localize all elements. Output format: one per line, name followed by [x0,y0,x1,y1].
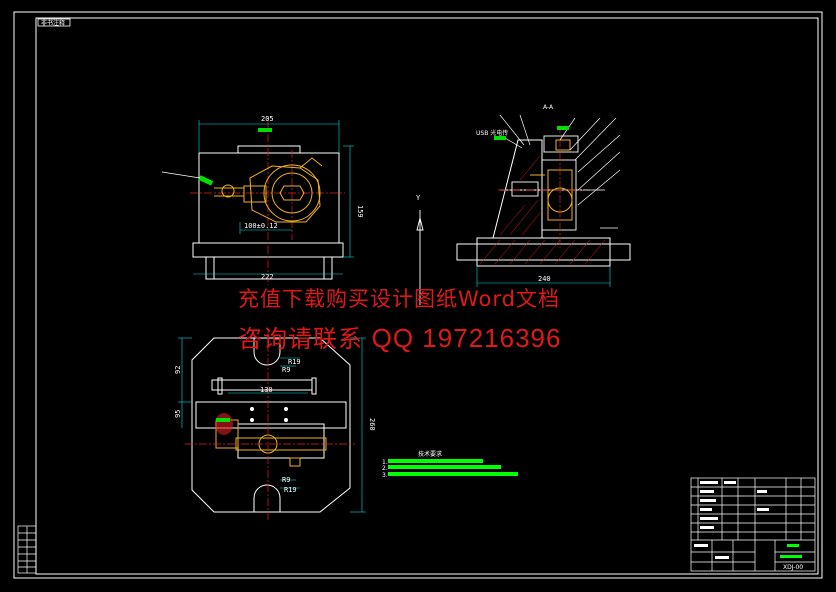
section-leader-tag: USB 光电传 [476,129,508,137]
revision-strip [17,525,37,574]
section-view: A-A [456,104,631,287]
front-dim-tolerance: 100±0.12 [244,222,278,230]
axis-symbol [416,210,424,305]
corner-tag: 非书注释 [41,19,65,27]
plan-dim-r19-bottom: R19 [284,486,297,494]
title-block-drawing-no: XDJ-00 [783,564,803,571]
sheet-inner-border [35,17,819,575]
plan-dim-92: 92 [174,366,182,374]
section-dim-width: 240 [538,275,551,283]
front-dim-height: 159 [356,205,364,218]
watermark-qq: QQ 197216396 [371,323,562,353]
plan-dim-r9-top: R9 [282,366,290,374]
front-view: 205 159 100±0.12 222 [161,115,364,285]
front-dim-width: 205 [261,115,274,123]
technical-notes: 技术要求 1. 2. 3. [382,450,518,479]
watermark-line-2: 咨询请联系 QQ 197216396 [238,319,561,354]
tech-title: 技术要求 [418,450,442,458]
plan-dim-r9-bottom: R9 [282,476,290,484]
plan-dim-130: 130 [260,386,273,394]
title-block [690,477,816,572]
plan-dim-260: 260 [368,418,376,431]
corner-tag-box [37,18,71,27]
sheet-outer-border [13,11,823,579]
section-label: A-A [543,104,554,111]
plan-view: 92 130 95 260 R19 R9 R9 R19 [174,330,376,520]
plan-dim-95: 95 [174,410,182,418]
title-block-fills [694,481,769,559]
axis-label: Y [416,194,421,202]
tech-item-2: 2. [382,465,388,472]
tech-item-1: 1. [382,459,388,466]
plan-dim-r19-top: R19 [288,358,301,366]
front-dim-base: 222 [261,273,274,281]
tech-item-3: 3. [382,472,388,479]
watermark-contact-label: 咨询请联系 [238,325,372,353]
watermark-line-1: 充值下载购买设计图纸Word文档 [238,287,560,311]
